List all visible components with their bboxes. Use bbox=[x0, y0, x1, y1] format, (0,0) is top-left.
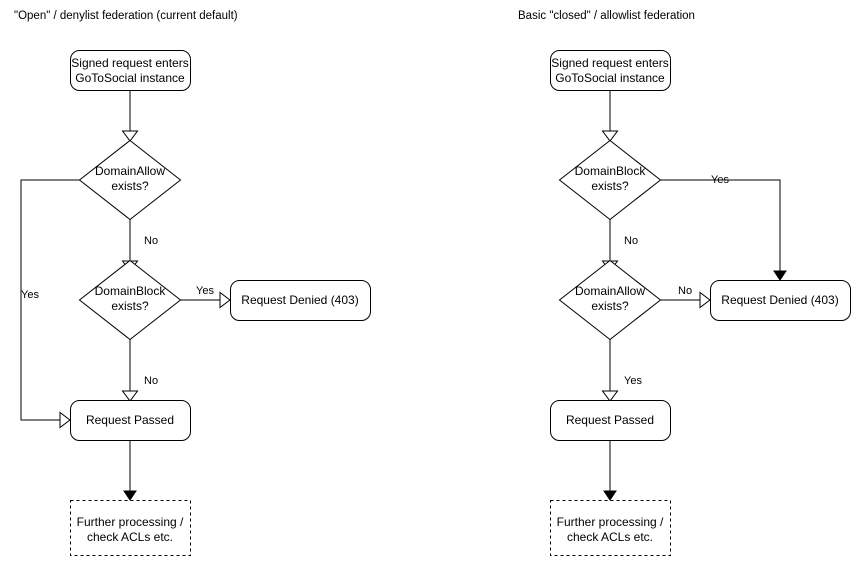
edge-label-domainallow-no: No bbox=[144, 235, 158, 247]
node-start-left: Signed request enters GoToSocial instanc… bbox=[70, 50, 191, 91]
request-denied-box-shape bbox=[230, 280, 371, 321]
domainblock-label-line2: exists? bbox=[111, 299, 149, 313]
node-decision-domainallow-left: DomainAllow exists? bbox=[78, 139, 182, 221]
edge-label-domainallow-yes: Yes bbox=[624, 375, 642, 387]
edge-domainallow-yes-to-passed: Yes bbox=[20, 179, 80, 429]
edge-passed-to-further-right bbox=[603, 440, 617, 501]
request-denied-label: Request Denied (403) bbox=[241, 293, 358, 307]
node-decision-domainblock-right: DomainBlock exists? bbox=[558, 139, 662, 221]
arrowhead-open-icon bbox=[219, 291, 231, 309]
node-decision-domainallow-right: DomainAllow exists? bbox=[558, 259, 662, 341]
edge-label-domainblock-yes: Yes bbox=[196, 285, 214, 297]
edge-label-domainblock-yes: Yes bbox=[711, 174, 729, 186]
arrowhead-open-icon bbox=[59, 411, 71, 429]
arrowhead-open-icon bbox=[699, 291, 711, 309]
request-passed-label: Request Passed bbox=[566, 413, 654, 427]
edge-start-to-domainallow bbox=[121, 90, 139, 142]
domainallow-label-line2: exists? bbox=[111, 179, 149, 193]
edge-label-domainallow-yes: Yes bbox=[21, 289, 39, 301]
node-start-right: Signed request enters GoToSocial instanc… bbox=[550, 50, 671, 91]
edge-domainallow-yes-to-passed-right: Yes bbox=[601, 339, 642, 402]
node-request-denied-left: Request Denied (403) bbox=[230, 280, 371, 321]
edge-domainblock-yes-to-denied-right: Yes bbox=[660, 174, 787, 281]
diagram-open-denylist: "Open" / denylist federation (current de… bbox=[14, 10, 371, 556]
request-denied-label: Request Denied (403) bbox=[721, 293, 838, 307]
further-processing-label-line1: Further processing / bbox=[77, 515, 184, 529]
edge-domainblock-yes-to-denied: Yes bbox=[180, 285, 231, 309]
edge-passed-to-further-left bbox=[123, 440, 137, 501]
node-request-passed-right: Request Passed bbox=[550, 400, 671, 441]
edge-label-domainallow-no: No bbox=[678, 285, 692, 297]
start-box-label-line2: GoToSocial instance bbox=[75, 71, 185, 85]
start-box-label-line2: GoToSocial instance bbox=[555, 71, 665, 85]
node-further-processing-right: Further processing / check ACLs etc. bbox=[550, 500, 671, 556]
node-decision-domainblock-left: DomainBlock exists? bbox=[78, 259, 182, 341]
arrowhead-filled-icon bbox=[123, 490, 137, 501]
node-request-denied-right: Request Denied (403) bbox=[710, 280, 851, 321]
edge-label-domainblock-no: No bbox=[144, 375, 158, 387]
domainallow-label-line2: exists? bbox=[591, 299, 629, 313]
arrowhead-filled-icon bbox=[603, 490, 617, 501]
arrowhead-open-icon bbox=[601, 130, 619, 142]
diagram-closed-allowlist: Basic "closed" / allowlist federation Si… bbox=[518, 10, 851, 556]
request-passed-label: Request Passed bbox=[86, 413, 174, 427]
start-box-label-line1: Signed request enters bbox=[71, 56, 188, 70]
diagram-title-closed-allowlist: Basic "closed" / allowlist federation bbox=[518, 10, 695, 22]
further-processing-box-shape bbox=[550, 500, 671, 556]
start-box-label-line1: Signed request enters bbox=[551, 56, 668, 70]
domainallow-label-line1: DomainAllow bbox=[95, 164, 165, 178]
further-processing-label-line1: Further processing / bbox=[557, 515, 664, 529]
further-processing-label-line2: check ACLs etc. bbox=[567, 530, 653, 544]
diagram-title-open-denylist: "Open" / denylist federation (current de… bbox=[14, 10, 238, 22]
domainblock-label-line2: exists? bbox=[591, 179, 629, 193]
further-processing-box-shape bbox=[70, 500, 191, 556]
domainallow-label-line1: DomainAllow bbox=[575, 284, 645, 298]
further-processing-label-line2: check ACLs etc. bbox=[87, 530, 173, 544]
edge-domainallow-no-to-denied-right: No bbox=[660, 285, 711, 309]
edge-start-to-domainblock-right bbox=[601, 90, 619, 142]
arrowhead-open-icon bbox=[121, 130, 139, 142]
node-request-passed-left: Request Passed bbox=[70, 400, 191, 441]
edge-label-domainblock-no: No bbox=[624, 235, 638, 247]
arrowhead-open-icon bbox=[601, 390, 619, 402]
edge-domainblock-no-to-passed: No bbox=[121, 339, 158, 402]
arrowhead-filled-icon bbox=[773, 270, 787, 281]
arrowhead-open-icon bbox=[121, 390, 139, 402]
node-further-processing-left: Further processing / check ACLs etc. bbox=[70, 500, 191, 556]
domainblock-label-line1: DomainBlock bbox=[575, 164, 647, 178]
domainblock-label-line1: DomainBlock bbox=[95, 284, 167, 298]
